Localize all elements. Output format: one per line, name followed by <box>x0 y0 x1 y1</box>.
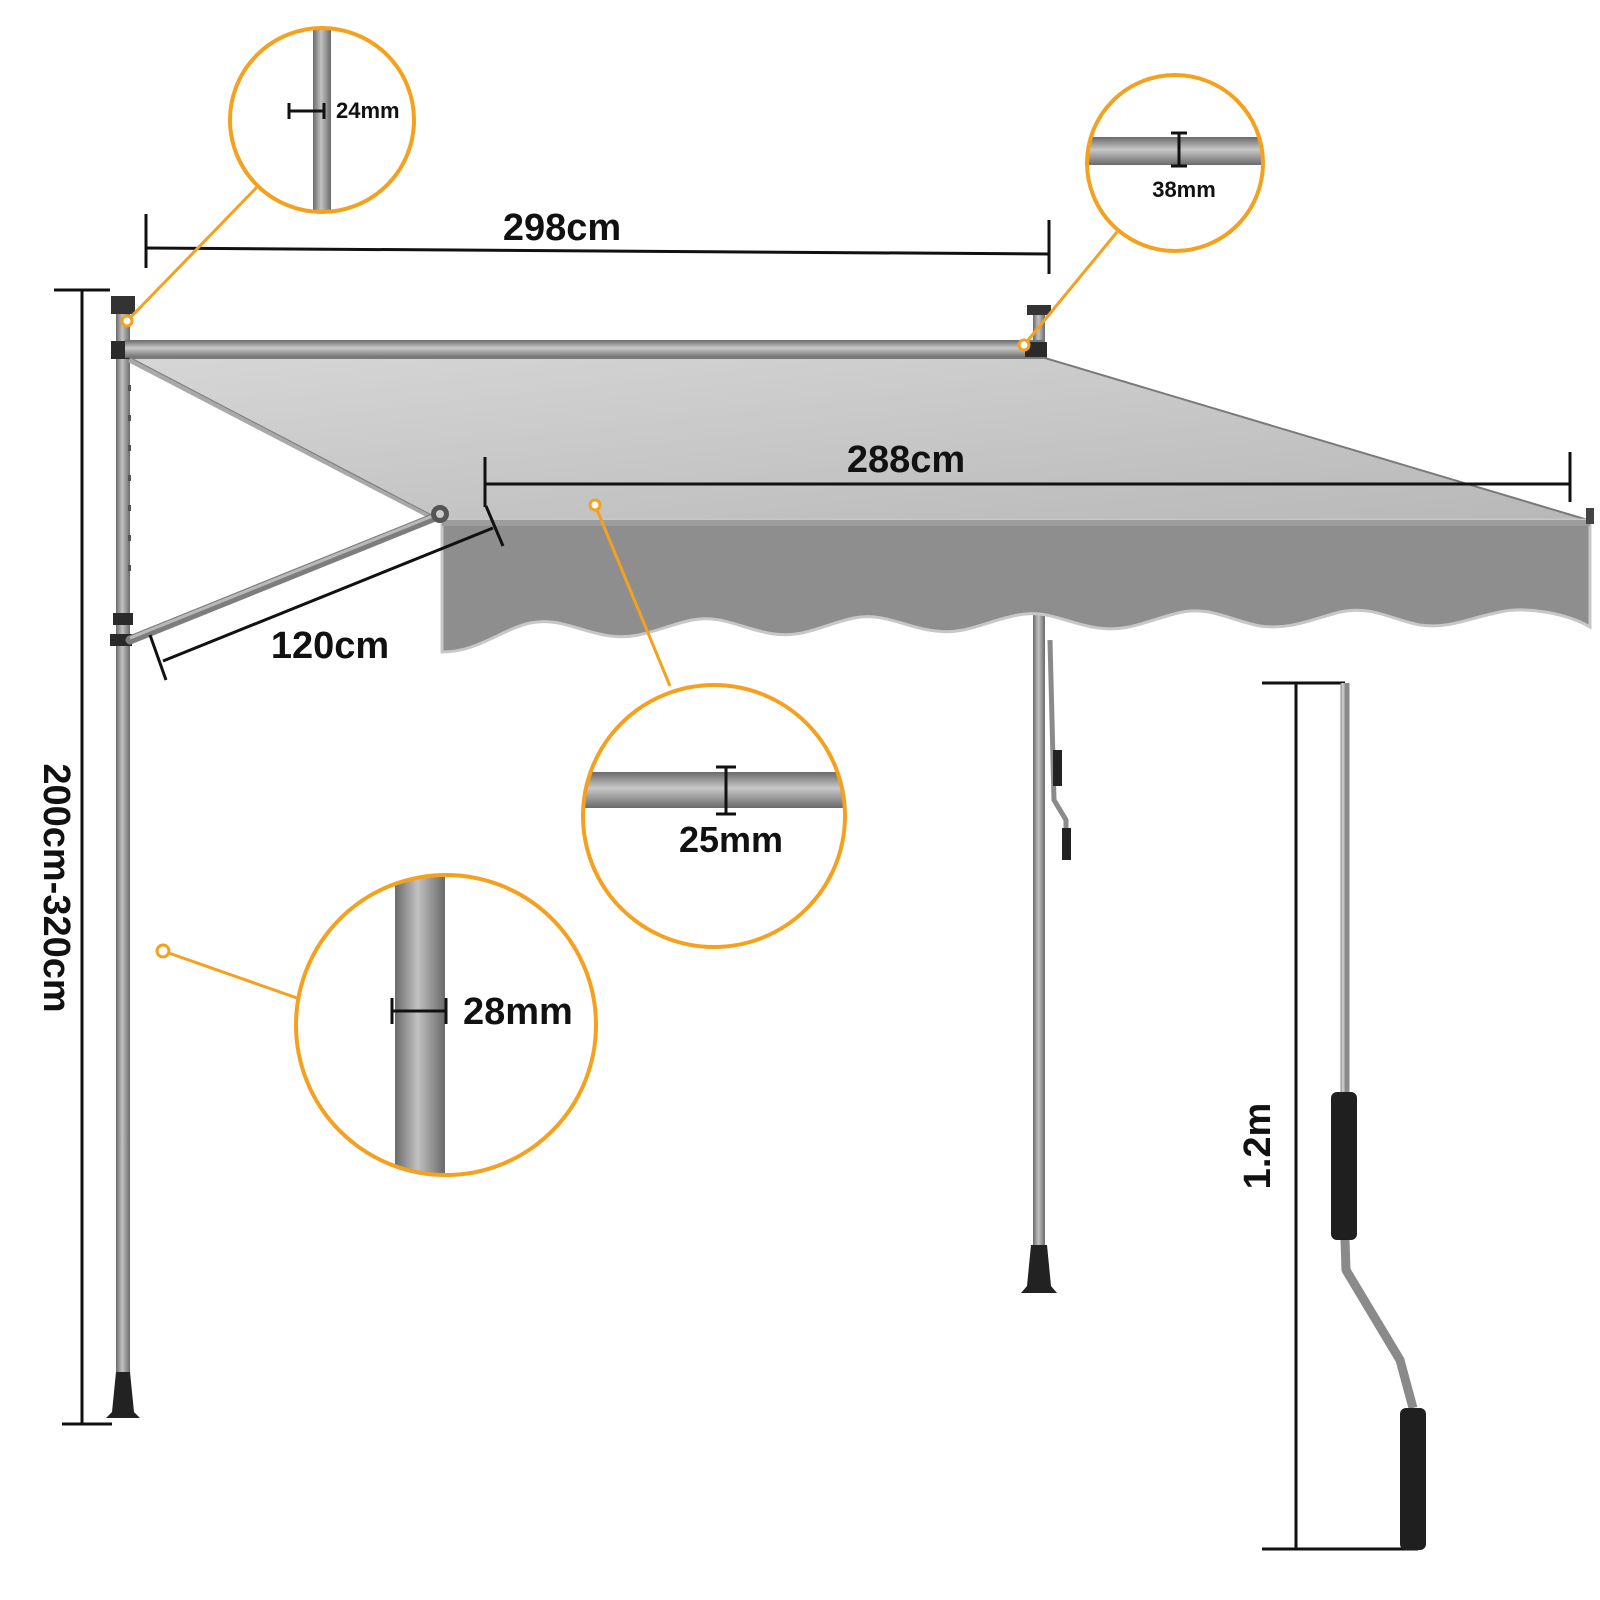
label-top-pole-diameter: 24mm <box>336 98 400 123</box>
crank-handle <box>1331 683 1426 1550</box>
crank-grip-upper <box>1331 1092 1357 1240</box>
right-pole-foot <box>1021 1245 1057 1293</box>
dimension-lines <box>54 214 1572 1551</box>
label-crank-length: 1.2m <box>1237 1103 1279 1190</box>
left-pole <box>116 300 130 1410</box>
awning <box>106 296 1594 1418</box>
label-main-pole-diameter: 28mm <box>463 991 573 1033</box>
callout-front-bar: 25mm <box>581 683 847 949</box>
label-canopy-width: 288cm <box>847 439 965 481</box>
folding-arm <box>125 510 445 645</box>
callout-anchors <box>120 314 1031 959</box>
left-pole-foot <box>106 1372 140 1418</box>
roller-tube <box>125 340 1045 358</box>
callout-main-pole: 28mm <box>294 873 598 1177</box>
label-height-range: 200cm-320cm <box>35 763 77 1012</box>
label-frame-width: 298cm <box>503 207 621 249</box>
label-roller-tube-diameter: 38mm <box>1152 177 1216 202</box>
callout-roller-tube: 38mm <box>1085 73 1265 253</box>
left-pole-cap <box>111 296 135 314</box>
crank-grip-lower <box>1400 1408 1426 1550</box>
label-front-bar-diameter: 25mm <box>679 819 783 860</box>
label-arm-length: 120cm <box>271 625 389 667</box>
valance <box>440 518 1592 654</box>
left-pole-holes <box>128 385 131 571</box>
callout-top-pole: 24mm <box>228 26 416 214</box>
callout-leaders <box>125 184 1119 1000</box>
